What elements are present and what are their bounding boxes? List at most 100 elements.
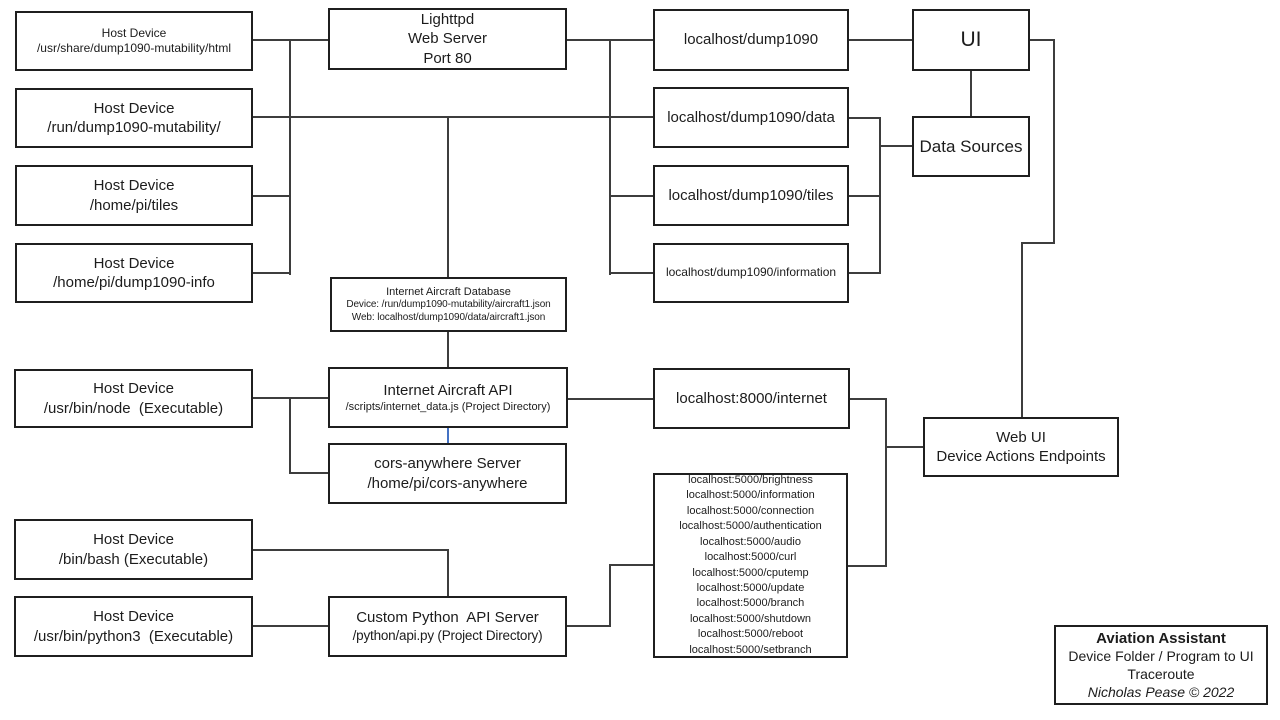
connector-bash-pythonapi	[253, 549, 449, 551]
node-title: Internet Aircraft API	[383, 381, 513, 399]
connector-node-cors-down	[289, 397, 291, 474]
node-path: /python/api.py (Project Directory)	[352, 628, 543, 644]
connector-host-bus	[289, 39, 291, 275]
url-label: localhost/dump1090/data	[667, 108, 835, 126]
endpoint-item: localhost:5000/setbranch	[689, 643, 812, 656]
node-title: Host Device	[93, 99, 175, 117]
connector-endpoints-bus	[848, 565, 886, 567]
endpoint-item: localhost:5000/branch	[696, 597, 805, 610]
node-path: /home/pi/cors-anywhere	[367, 474, 528, 492]
connector-webui-bus	[885, 398, 887, 567]
node-title: Host Device	[101, 25, 167, 40]
node-title: Internet Aircraft Database	[386, 285, 511, 298]
node-title: Lighttpd	[420, 11, 475, 29]
legend-title: Aviation Assistant	[1096, 629, 1226, 647]
node-data-sources: Data Sources	[912, 116, 1030, 177]
node-path: /usr/share/dump1090-mutability/html	[36, 41, 232, 55]
node-path: /scripts/internet_data.js (Project Direc…	[345, 401, 551, 414]
endpoint-item: localhost:5000/update	[696, 581, 805, 594]
node-host-node: Host Device /usr/bin/node (Executable)	[14, 369, 253, 428]
connector-pythonapi-endpoints	[609, 564, 653, 566]
endpoint-item: localhost:5000/authentication	[679, 520, 822, 533]
node-web-path: Web: localhost/dump1090/data/aircraft1.j…	[351, 311, 546, 323]
node-host-bash: Host Device /bin/bash (Executable)	[14, 519, 253, 580]
connector-python3-pythonapi	[253, 625, 328, 627]
node-title: cors-anywhere Server	[374, 455, 521, 473]
connector-bus-urltiles	[609, 195, 653, 197]
node-title: Host Device	[93, 254, 175, 272]
node-title: Host Device	[93, 380, 174, 398]
node-url-dump1090: localhost/dump1090	[653, 9, 849, 71]
node-title: Web UI	[996, 428, 1046, 446]
node-title: Host Device	[93, 608, 174, 626]
endpoint-item: localhost:5000/information	[686, 489, 815, 502]
connector-hostinfo-bus	[253, 272, 291, 274]
node-port: Port 80	[423, 49, 472, 67]
node-title: Host Device	[93, 531, 174, 549]
endpoint-item: localhost:5000/audio	[700, 535, 801, 548]
connector-ui-down	[1053, 39, 1055, 244]
node-host-html: Host Device /usr/share/dump1090-mutabili…	[15, 11, 253, 71]
node-label: UI	[960, 27, 982, 51]
endpoint-item: localhost:5000/curl	[704, 551, 797, 564]
node-label: Data Sources	[919, 136, 1023, 156]
node-url-tiles: localhost/dump1090/tiles	[653, 165, 849, 226]
connector-hosttiles-bus	[253, 195, 291, 197]
endpoint-item: localhost:5000/brightness	[688, 474, 813, 487]
endpoint-item: localhost:5000/reboot	[697, 628, 804, 641]
node-path: /usr/bin/node (Executable)	[43, 399, 224, 417]
connector-bus-datasources	[879, 145, 912, 147]
legend-credit: Nicholas Pease © 2022	[1087, 683, 1235, 700]
node-custom-python-api: Custom Python API Server /python/api.py …	[328, 596, 567, 657]
legend: Aviation Assistant Device Folder / Progr…	[1054, 625, 1268, 705]
node-subtitle: Web Server	[408, 30, 487, 48]
connector-ui-jog	[1021, 242, 1055, 244]
connector-node-cors	[289, 472, 328, 474]
node-path: /home/pi/dump1090-info	[53, 274, 215, 291]
node-path: /usr/bin/python3 (Executable)	[33, 627, 234, 645]
connector-pythonapi-right	[567, 625, 611, 627]
legend-subtitle2: Traceroute	[1127, 665, 1195, 682]
node-title: Host Device	[93, 177, 175, 195]
legend-subtitle: Device Folder / Program to UI	[1068, 647, 1254, 664]
connector-lighttpd-bus	[609, 39, 611, 275]
connector-database-internetapi	[447, 332, 449, 368]
node-lighttpd: Lighttpd Web Server Port 80	[328, 8, 567, 70]
endpoint-item: localhost:5000/cputemp	[692, 566, 809, 579]
node-url-internet: localhost:8000/internet	[653, 368, 850, 429]
url-label: localhost/dump1090	[683, 31, 819, 49]
node-subtitle: Device Actions Endpoints	[936, 448, 1106, 465]
connector-bash-pythonapi-down	[447, 549, 449, 596]
connector-internetapi-url8000	[568, 398, 653, 400]
node-aircraft-database: Internet Aircraft Database Device: /run/…	[330, 277, 567, 332]
connector-ui-datasources	[970, 71, 972, 116]
connector-urldump1090-ui	[849, 39, 912, 41]
node-endpoints-5000: localhost:5000/brightness localhost:5000…	[653, 473, 848, 658]
url-label: localhost:8000/internet	[676, 389, 827, 407]
node-host-info: Host Device /home/pi/dump1090-info	[15, 243, 253, 303]
connector-url8000-bus	[850, 398, 887, 400]
connector-bus-webui	[885, 446, 923, 448]
node-url-data: localhost/dump1090/data	[653, 87, 849, 148]
node-url-information: localhost/dump1090/information	[653, 243, 849, 303]
connector-urlinformation-bus	[849, 272, 880, 274]
node-internet-aircraft-api: Internet Aircraft API /scripts/internet_…	[328, 367, 568, 428]
connector-datasources-bus	[879, 117, 881, 274]
url-label: localhost/dump1090/information	[665, 265, 837, 280]
connector-urldata-bus	[849, 117, 881, 119]
node-host-python3: Host Device /usr/bin/python3 (Executable…	[14, 596, 253, 657]
endpoint-item: localhost:5000/shutdown	[689, 612, 812, 625]
node-device-path: Device: /run/dump1090-mutability/aircraf…	[346, 298, 551, 310]
connector-pythonapi-up	[609, 564, 611, 627]
node-ui: UI	[912, 9, 1030, 71]
connector-ui-right	[1030, 39, 1055, 41]
node-host-tiles: Host Device /home/pi/tiles	[15, 165, 253, 226]
node-web-ui: Web UI Device Actions Endpoints	[923, 417, 1119, 477]
endpoint-item: localhost:5000/connection	[686, 504, 815, 517]
node-title: Custom Python API Server	[356, 609, 539, 627]
url-label: localhost/dump1090/tiles	[668, 186, 834, 204]
connector-urldata-database	[447, 116, 449, 277]
node-host-run: Host Device /run/dump1090-mutability/	[15, 88, 253, 148]
connector-urltiles-bus	[849, 195, 880, 197]
